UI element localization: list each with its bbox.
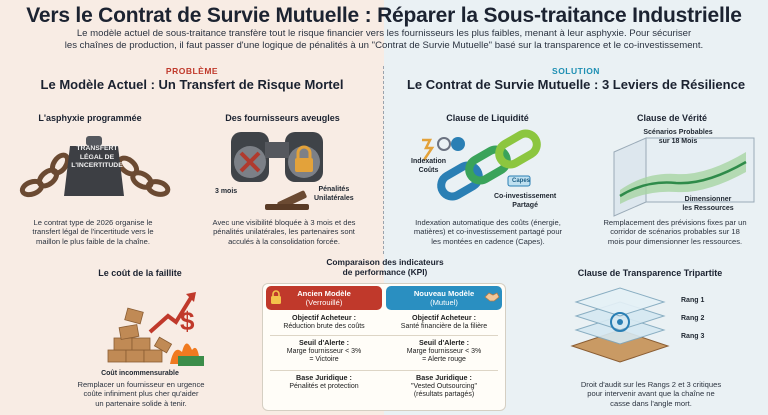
chain-weight-icon	[19, 136, 171, 198]
transparency-desc: Droit d'audit sur les Rangs 2 et 3 criti…	[580, 380, 722, 408]
new-threshold: Seuil d'Alerte : Marge fournisseur < 3% …	[406, 338, 482, 364]
kpi-row-divider	[270, 335, 498, 336]
lock-icon	[271, 290, 281, 304]
coinvest-label: Co-investissement Partagé	[494, 193, 557, 209]
liquidity-title: Clause de Liquidité	[446, 113, 529, 123]
new-objective: Objectif Acheteur : Santé financière de …	[400, 313, 488, 330]
old-legal-basis: Base Juridique : Pénalités et protection	[289, 373, 359, 390]
tiered-layers-icon	[570, 287, 670, 363]
solution-tag: SOLUTION	[552, 66, 600, 76]
binoculars-icon	[231, 132, 323, 210]
old-model-header: Ancien Modèle (Verrouillé)	[266, 286, 382, 310]
blind-title: Des fournisseurs aveugles	[225, 113, 340, 123]
failure-desc: Remplacer un fournisseur en urgence coût…	[77, 380, 205, 408]
solution-heading: Le Contrat de Survie Mutuelle : 3 Levier…	[406, 77, 746, 92]
page-title: Vers le Contrat de Survie Mutuelle : Rép…	[26, 4, 742, 27]
blind-desc: Avec une visibilité bloquée à 3 mois et …	[212, 218, 356, 246]
penalties-label: Pénalités Unilatérales	[314, 186, 354, 202]
problem-heading: Le Modèle Actuel : Un Transfert de Risqu…	[40, 77, 344, 92]
scenario-corridor-icon	[613, 137, 755, 217]
rank-3-label: Rang 3	[681, 333, 705, 340]
old-threshold: Seuil d'Alerte : Marge fournisseur < 3% …	[286, 338, 362, 364]
old-objective: Objectif Acheteur : Réduction brute des …	[283, 313, 365, 330]
scenarios-label: Scénarios Probables sur 18 Mois	[643, 129, 713, 145]
truth-title: Clause de Vérité	[636, 113, 708, 123]
rank-2-label: Rang 2	[681, 315, 705, 322]
collapse-cost-icon: $	[107, 292, 204, 366]
page-subtitle: Le modèle actuel de sous-traitance trans…	[64, 28, 704, 51]
new-legal-basis: Base Juridique : "Vested Outsourcing" (r…	[410, 373, 478, 399]
weight-label: TRANSFERT LÉGAL DE L'INCERTITUDE	[71, 145, 123, 169]
kpi-title: Comparaison des indicateurs de performan…	[326, 257, 444, 277]
indexation-label: Indexation Coûts	[411, 158, 447, 174]
chain-link-icon	[422, 129, 541, 201]
asphyxia-title: L'asphyxie programmée	[38, 113, 142, 123]
truth-desc: Remplacement des prévisions fixes par un…	[603, 218, 747, 246]
months-label: 3 mois	[215, 188, 238, 195]
problem-tag: PROBLÈME	[165, 66, 219, 76]
transparency-title: Clause de Transparence Tripartite	[577, 268, 723, 278]
dimension-label: Dimensionner les Ressources	[682, 196, 734, 212]
new-model-header: Nouveau Modèle (Mutuel)	[386, 286, 502, 310]
panel-divider	[383, 66, 384, 254]
svg-text:$: $	[180, 306, 195, 336]
liquidity-desc: Indexation automatique des coûts (énergi…	[413, 218, 563, 246]
kpi-row-divider	[270, 370, 498, 371]
handshake-icon	[484, 292, 500, 302]
capes-label: Capes	[512, 178, 531, 184]
rank-1-label: Rang 1	[681, 297, 705, 304]
failure-title: Le coût de la faillite	[98, 268, 182, 278]
asphyxia-desc: Le contrat type de 2026 organise le tran…	[32, 218, 154, 246]
failure-caption: Coût incommensurable	[101, 370, 179, 377]
